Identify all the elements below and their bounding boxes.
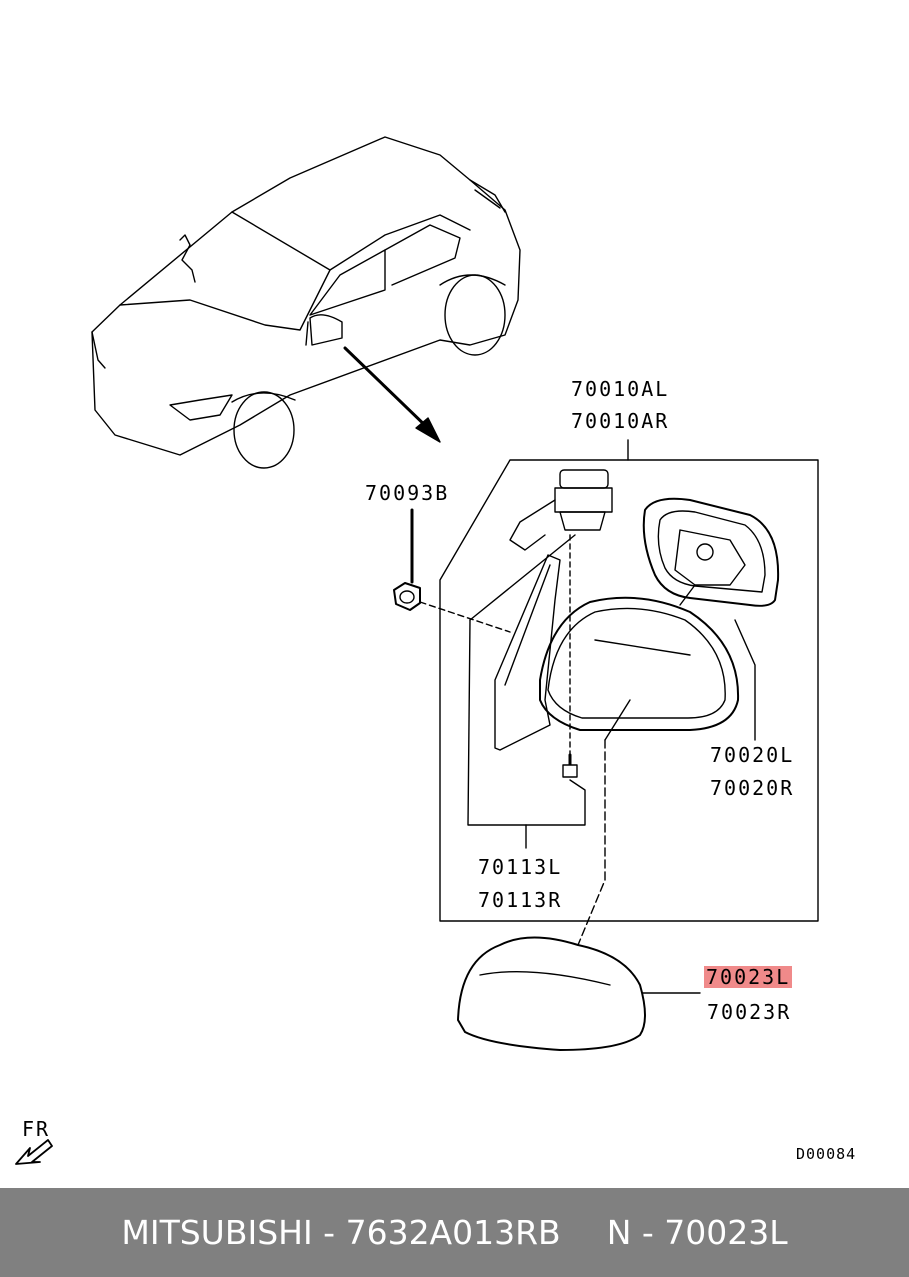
screw-part — [525, 753, 578, 849]
label-housing-l: 70020L — [710, 743, 795, 767]
parts-diagram — [15, 136, 819, 1165]
footer-brand-part: MITSUBISHI - 7632A013RB — [121, 1213, 561, 1252]
footer-bar: MITSUBISHI - 7632A013RB N - 70023L — [0, 1188, 909, 1277]
direction-arrow-icon — [15, 1139, 53, 1165]
label-screw-l: 70113L — [478, 855, 563, 879]
mirror-motor — [467, 469, 613, 826]
car-illustration — [91, 136, 521, 469]
label-assembly-l: 70010AL — [571, 377, 670, 401]
mirror-base — [494, 554, 561, 751]
label-cover-r: 70023R — [707, 1000, 792, 1024]
assembly-frame — [439, 439, 819, 922]
pointer-arrow — [343, 346, 441, 443]
label-clip: 70093B — [365, 481, 450, 505]
label-screw-r: 70113R — [478, 888, 563, 912]
label-diagram-code: D00084 — [796, 1145, 857, 1163]
label-housing-r: 70020R — [710, 776, 795, 800]
label-direction: FR — [22, 1117, 51, 1141]
footer-position-part: N - 70023L — [606, 1213, 788, 1252]
label-cover-l-highlighted[interactable]: 70023L — [704, 965, 793, 989]
mirror-cover — [457, 936, 701, 1051]
mirror-housing — [539, 596, 740, 946]
mirror-glass — [642, 497, 780, 741]
label-assembly-r: 70010AR — [571, 409, 670, 433]
clip-part — [393, 508, 511, 633]
